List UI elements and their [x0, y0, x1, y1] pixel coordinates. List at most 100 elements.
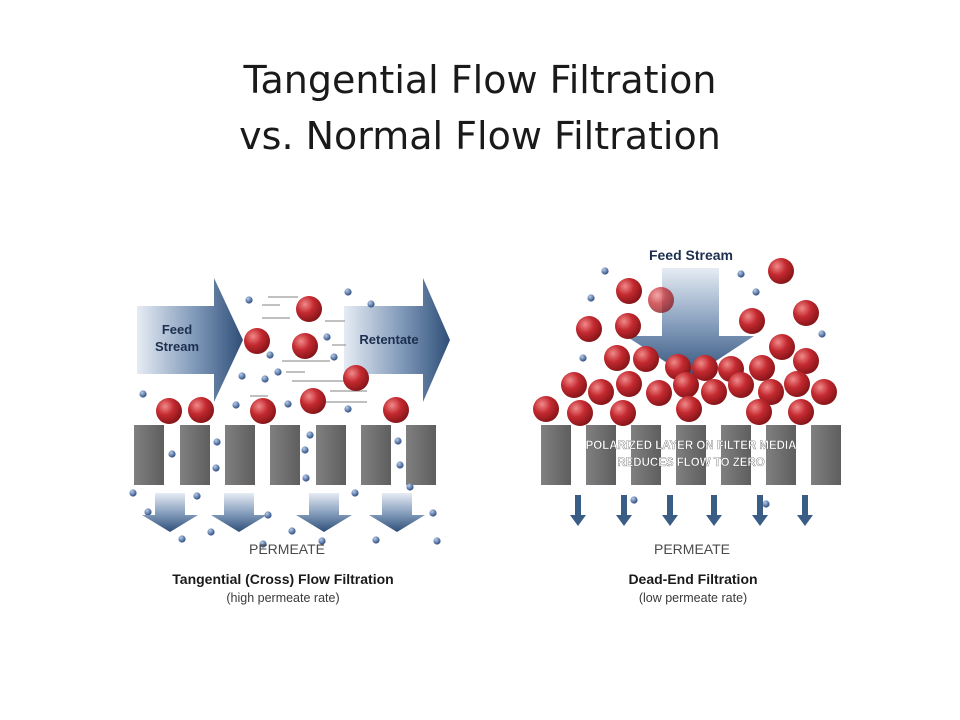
solute-dot	[306, 431, 314, 439]
solute-dot	[344, 288, 352, 296]
small-permeate-arrow	[706, 495, 722, 526]
retained-particle	[788, 399, 814, 425]
tangential-permeate-arrows	[142, 493, 425, 532]
solute-dot	[139, 390, 147, 398]
membrane-post	[316, 425, 346, 485]
solute-dot	[288, 527, 296, 535]
retained-particle	[793, 348, 819, 374]
tangential-membrane	[134, 425, 436, 485]
solute-dot	[351, 489, 359, 497]
retained-particle	[383, 397, 409, 423]
retained-particle	[811, 379, 837, 405]
retained-particle	[673, 372, 699, 398]
retained-particle	[300, 388, 326, 414]
membrane-post	[406, 425, 436, 485]
solute-dot	[752, 288, 760, 296]
solute-dot	[630, 496, 638, 504]
membrane-post	[811, 425, 841, 485]
retained-particle	[292, 333, 318, 359]
dead-end-permeate-label: PERMEATE	[654, 541, 730, 557]
title-line-1: Tangential Flow Filtration	[243, 58, 717, 102]
retained-particle	[616, 371, 642, 397]
permeate-arrow	[369, 493, 425, 532]
dead-end-membrane	[541, 425, 841, 485]
solute-dot	[302, 474, 310, 482]
solute-dot	[264, 511, 272, 519]
retained-particle	[769, 334, 795, 360]
small-permeate-arrow	[570, 495, 586, 526]
membrane-post	[631, 425, 661, 485]
membrane-post	[766, 425, 796, 485]
retained-particle	[793, 300, 819, 326]
solute-dot	[238, 372, 246, 380]
tangential-subcaption: (high permeate rate)	[226, 591, 339, 605]
retained-particle	[701, 379, 727, 405]
solute-dot	[394, 437, 402, 445]
retained-particle	[648, 287, 674, 313]
retained-particle	[533, 396, 559, 422]
dead-end-feed-label: Feed Stream	[649, 247, 733, 263]
dead-end-subcaption: (low permeate rate)	[639, 591, 747, 605]
retentate-arrow	[344, 278, 450, 402]
slide-title: Tangential Flow Filtration vs. Normal Fl…	[0, 52, 960, 164]
retentate-label: Retentate	[359, 332, 418, 347]
solute-dot	[274, 368, 282, 376]
solute-dot	[259, 540, 267, 548]
polarized-layer-text-line1: POLARIZED LAYER ON FILTER MEDIA	[586, 440, 797, 452]
retained-particle	[610, 400, 636, 426]
solute-dot	[232, 401, 240, 409]
solute-dot	[301, 446, 309, 454]
retained-particle	[646, 380, 672, 406]
membrane-post	[541, 425, 571, 485]
solute-dot	[284, 400, 292, 408]
feed-stream-arrow	[137, 278, 243, 402]
retained-particle	[343, 365, 369, 391]
dead-end-panel: Feed Stream	[533, 247, 841, 605]
membrane-post	[676, 425, 706, 485]
membrane-post	[270, 425, 300, 485]
permeate-arrow	[211, 493, 267, 532]
retained-particle	[576, 316, 602, 342]
solute-dot	[737, 270, 745, 278]
solute-dot	[129, 489, 137, 497]
solute-dot	[579, 354, 587, 362]
retained-particle	[615, 313, 641, 339]
retained-particle	[604, 345, 630, 371]
title-line-2: vs. Normal Flow Filtration	[239, 114, 721, 158]
solute-dot	[261, 375, 269, 383]
solute-dot	[245, 296, 253, 304]
tangential-flow-panel: Feed Stream Retentate	[129, 278, 450, 605]
membrane-post	[361, 425, 391, 485]
dead-end-solutes	[579, 267, 826, 508]
polarized-layer-text-line2: REDUCES FLOW TO ZERO	[617, 457, 764, 469]
retained-particle	[250, 398, 276, 424]
small-permeate-arrow	[752, 495, 768, 526]
tangential-solutes	[129, 288, 441, 548]
membrane-post	[586, 425, 616, 485]
membrane-post	[225, 425, 255, 485]
retained-particle	[633, 346, 659, 372]
solute-dot	[762, 500, 770, 508]
retained-particle	[784, 371, 810, 397]
retained-particle	[749, 355, 775, 381]
solute-dot	[318, 537, 326, 545]
solute-dot	[429, 509, 437, 517]
solute-dot	[212, 464, 220, 472]
solute-dot	[207, 528, 215, 536]
feed-stream-label-line1: Feed	[162, 322, 192, 337]
flow-streaks	[250, 296, 367, 403]
retained-particle	[758, 379, 784, 405]
dead-end-caption: Dead-End Filtration	[628, 571, 757, 587]
membrane-post	[134, 425, 164, 485]
retained-particle	[588, 379, 614, 405]
retained-particle	[188, 397, 214, 423]
tangential-caption: Tangential (Cross) Flow Filtration	[172, 571, 393, 587]
solute-dot	[330, 353, 338, 361]
solute-dot	[433, 537, 441, 545]
small-permeate-arrow	[662, 495, 678, 526]
retained-particle	[244, 328, 270, 354]
retained-particle	[567, 400, 593, 426]
solute-dot	[601, 267, 609, 275]
retained-particle	[768, 258, 794, 284]
solute-dot	[193, 492, 201, 500]
